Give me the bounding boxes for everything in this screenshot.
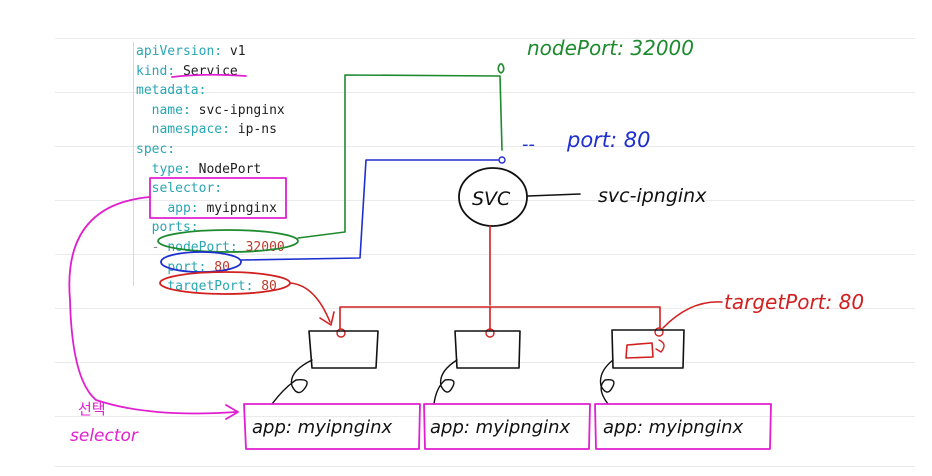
selector-arrowhead	[225, 404, 239, 420]
service-underline	[171, 73, 247, 78]
nodeport-wire	[297, 74, 503, 239]
targetport-arrowhead	[319, 311, 335, 326]
nodeport-highlight	[157, 229, 299, 253]
pod-3-label-tie	[599, 359, 615, 405]
pod-3-port	[654, 327, 664, 337]
selector-english-label: selector	[70, 426, 139, 446]
yaml-key: name:	[151, 102, 191, 118]
pod-3-label: app: myipnginx	[603, 417, 744, 438]
yaml-line-namespace: namespace: ip-ns	[136, 120, 285, 140]
pod-1-port	[336, 328, 346, 338]
yaml-key: kind:	[136, 63, 176, 79]
svc-circle-label: SVC	[472, 188, 511, 210]
yaml-line-selector: selector:	[136, 179, 285, 199]
grid-line	[55, 308, 915, 309]
yaml-key: app:	[167, 200, 199, 216]
yaml-key: metadata:	[136, 83, 207, 99]
port-highlight	[160, 251, 242, 273]
grid-line	[55, 362, 915, 363]
yaml-value: NodePort	[190, 161, 262, 177]
pod-2-label-box	[423, 403, 591, 450]
yaml-key: targetPort:	[167, 279, 254, 295]
grid-line	[55, 466, 915, 467]
yaml-key: type:	[151, 161, 191, 177]
grid-line	[55, 146, 915, 147]
container-port-mark	[655, 339, 665, 353]
pod-2-port	[485, 328, 495, 338]
port-wire	[240, 159, 499, 261]
yaml-line-spec: spec:	[136, 140, 285, 160]
targetport-annotation-line	[662, 301, 723, 329]
yaml-value: svc-ipnginx	[190, 102, 285, 118]
selector-korean-label: 선택	[78, 400, 106, 418]
yaml-line-metadata: metadata:	[136, 81, 285, 101]
svc-name-annotation: svc-ipnginx	[598, 185, 707, 207]
container-box	[625, 342, 654, 359]
svc-name-connector	[527, 193, 581, 197]
grid-line	[55, 200, 915, 201]
yaml-key: apiVersion:	[136, 44, 223, 59]
pods-bus-wire	[339, 306, 661, 329]
selector-curve	[68, 196, 237, 415]
yaml-key: spec:	[136, 141, 176, 157]
pod-2-label-tie	[433, 359, 458, 405]
port-annotation: port: 80	[566, 128, 651, 152]
yaml-line-type: type: NodePort	[136, 160, 285, 180]
yaml-line-app: app: myipnginx	[136, 199, 285, 219]
targetport-arrow	[289, 282, 331, 323]
port-endpoint	[498, 156, 506, 164]
pod-1-label: app: myipnginx	[252, 417, 393, 438]
yaml-value: ip-ns	[229, 122, 277, 138]
targetport-annotation: targetPort: 80	[724, 290, 864, 314]
pod-2-label: app: myipnginx	[430, 417, 571, 438]
svc-circle	[458, 167, 528, 227]
yaml-indent: -	[136, 239, 168, 255]
yaml-value: myipnginx	[198, 200, 277, 216]
yaml-key: namespace:	[151, 122, 230, 138]
nodeport-endpoint	[497, 63, 505, 74]
port-annotation-dash: --	[522, 134, 535, 155]
grid-line	[55, 254, 915, 255]
yaml-line-name: name: svc-ipnginx	[136, 101, 285, 121]
pod-3-label-box	[594, 403, 772, 450]
grid-line	[55, 38, 915, 39]
pod-3-box	[611, 329, 685, 369]
pod-1-label-box	[243, 403, 421, 450]
yaml-gutter	[133, 42, 134, 286]
yaml-line-apiversion: apiVersion: v1	[136, 42, 285, 62]
pod-1-box	[308, 330, 379, 369]
yaml-value: v1	[222, 44, 246, 59]
grid-line	[55, 92, 915, 93]
selector-highlight-box	[149, 177, 287, 219]
pod-2-box	[454, 330, 521, 369]
pod-1-label-tie	[271, 359, 313, 405]
yaml-key: selector:	[151, 181, 223, 197]
targetport-highlight	[159, 271, 291, 295]
grid-line	[55, 416, 915, 417]
nodeport-annotation: nodePort: 32000	[527, 36, 694, 60]
